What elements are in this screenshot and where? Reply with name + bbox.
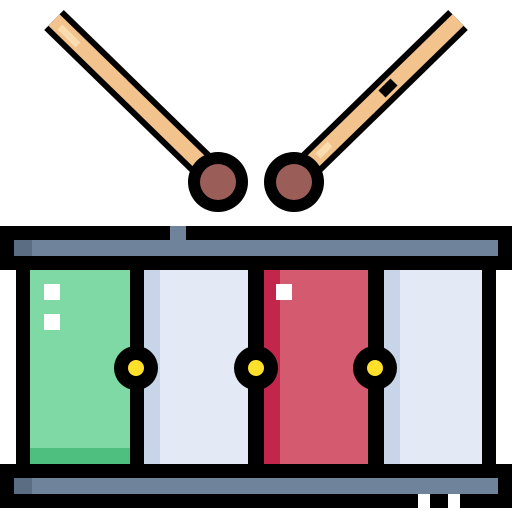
red-panel <box>264 268 368 464</box>
lug-icon <box>234 346 278 390</box>
highlight-square <box>44 284 60 300</box>
lug-icon <box>353 346 397 390</box>
right-drumstick-icon <box>264 9 468 212</box>
highlight-square <box>276 284 292 300</box>
left-drumstick-icon <box>44 9 248 212</box>
green-panel <box>30 268 130 464</box>
light-panel-1 <box>144 268 248 464</box>
lug-icon <box>114 346 158 390</box>
highlight-square <box>44 314 60 330</box>
drum-body <box>0 226 512 512</box>
light-panel-2 <box>384 268 482 464</box>
